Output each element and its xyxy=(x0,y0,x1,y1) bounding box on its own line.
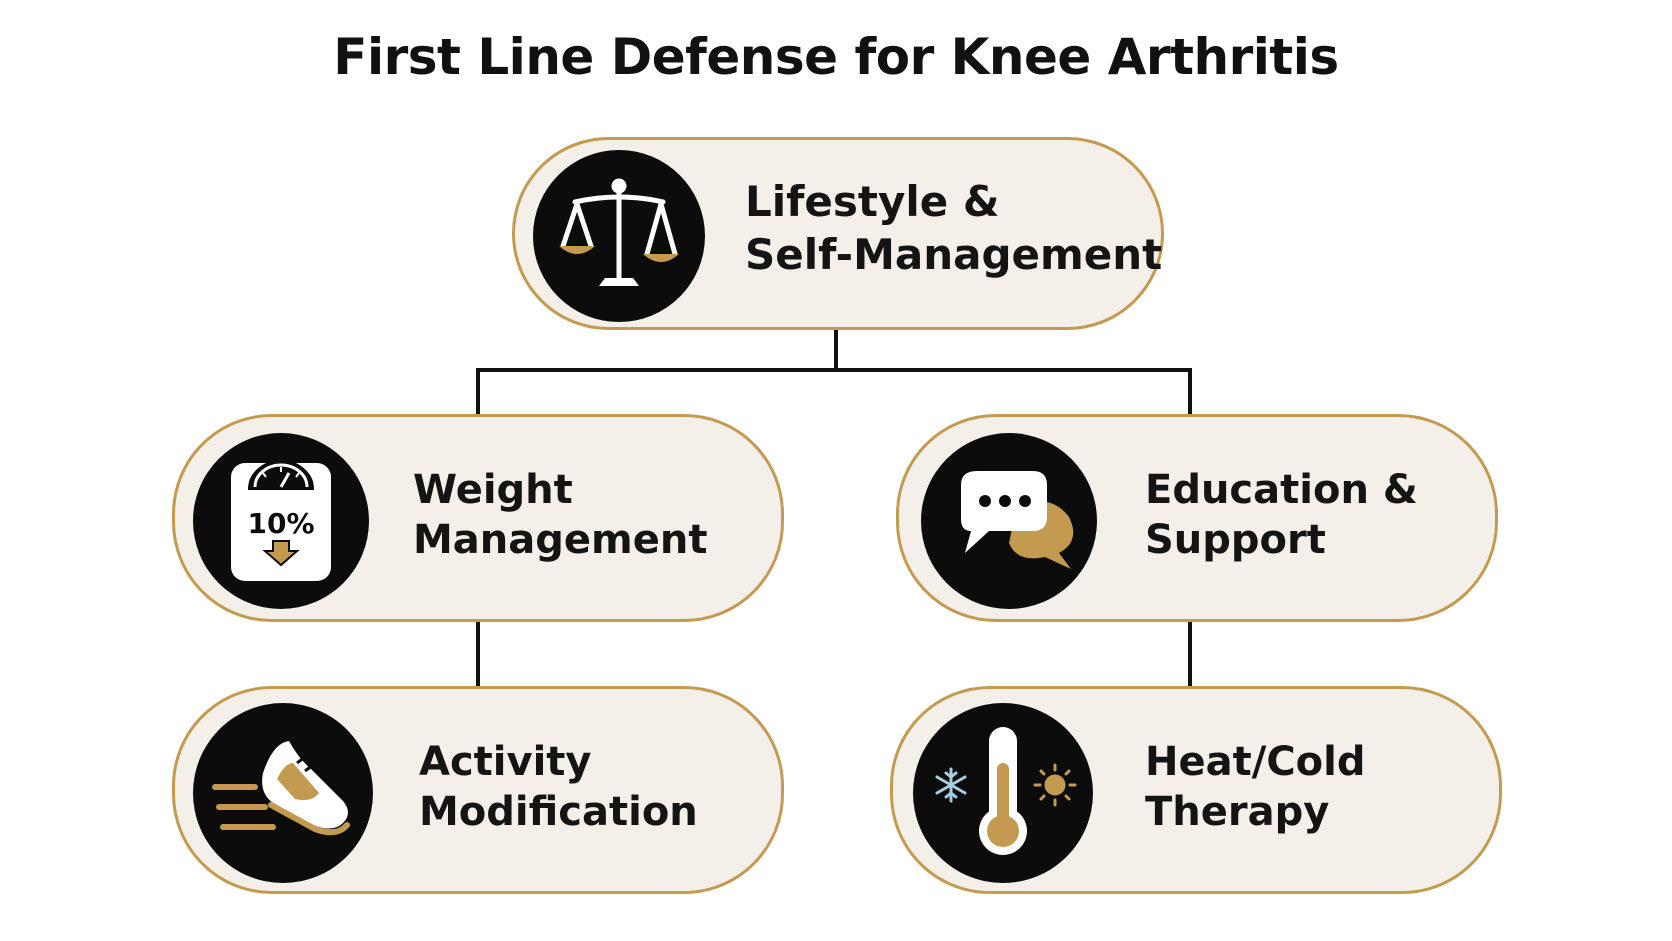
label-line-2: Management xyxy=(413,517,708,563)
node-label: Lifestyle & Self-Management xyxy=(745,176,1162,281)
scales-of-justice-icon xyxy=(533,150,705,322)
node-education-support: Education & Support xyxy=(896,414,1498,622)
diagram-title: First Line Defense for Knee Arthritis xyxy=(333,28,1339,86)
scale-percent-text: 10% xyxy=(247,507,314,540)
node-activity-modification: Activity Modification xyxy=(172,686,784,894)
label-line-2: Self-Management xyxy=(745,229,1163,279)
node-heat-cold-therapy: Heat/Cold Therapy xyxy=(890,686,1502,894)
weighing-scale-icon: 10% xyxy=(193,433,369,609)
thermometer-icon xyxy=(913,703,1093,883)
snowflake-icon xyxy=(935,767,967,803)
chat-bubbles-icon xyxy=(921,433,1097,609)
label-line-1: Lifestyle & xyxy=(745,177,1000,226)
label-line-1: Education & xyxy=(1145,467,1418,513)
label-line-2: Therapy xyxy=(1145,789,1330,835)
node-lifestyle-self-management: Lifestyle & Self-Management xyxy=(512,137,1164,330)
node-label: Education & Support xyxy=(1145,465,1418,565)
node-weight-management: 10% Weight Management xyxy=(172,414,784,622)
label-line-1: Activity xyxy=(419,739,592,785)
node-label: Weight Management xyxy=(413,465,707,565)
node-label: Activity Modification xyxy=(419,737,698,837)
node-label: Heat/Cold Therapy xyxy=(1145,737,1366,837)
label-line-1: Heat/Cold xyxy=(1145,739,1366,785)
label-line-2: Support xyxy=(1145,517,1326,563)
label-line-1: Weight xyxy=(413,467,573,513)
sun-icon xyxy=(1033,763,1077,807)
label-line-2: Modification xyxy=(419,789,698,835)
running-shoe-icon xyxy=(193,703,373,883)
